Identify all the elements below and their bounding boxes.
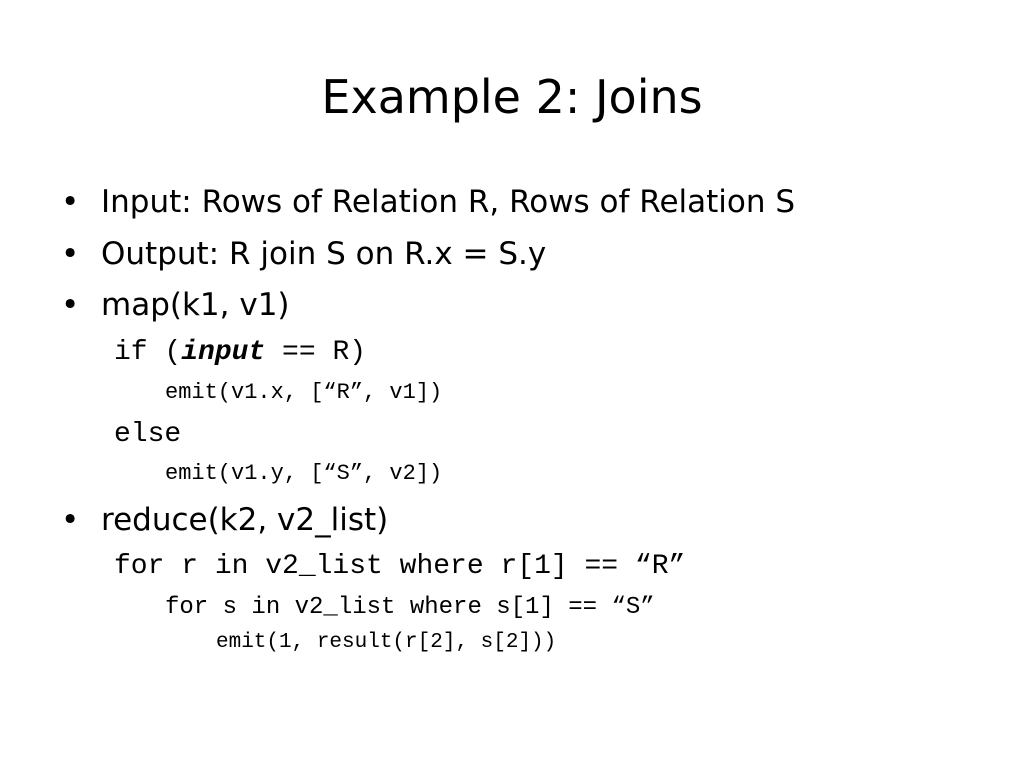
bullet-dot-icon: •: [61, 236, 80, 272]
bullet-map-text: map(k1, v1): [101, 287, 290, 323]
bullet-input: • Input: Rows of Relation R, Rows of Rela…: [61, 182, 795, 222]
bullet-reduce: • reduce(k2, v2_list): [61, 500, 388, 540]
bullet-output: • Output: R join S on R.x = S.y: [61, 234, 546, 274]
bullet-map: • map(k1, v1): [61, 285, 290, 325]
reduce-for-s-line: for s in v2_list where s[1] == “S”: [165, 594, 655, 621]
reduce-for-r-line: for r in v2_list where r[1] == “R”: [114, 551, 686, 582]
reduce-emit-line: emit(1, result(r[2], s[2])): [216, 631, 557, 654]
map-else-line: else: [114, 419, 182, 450]
bullet-reduce-text: reduce(k2, v2_list): [101, 502, 389, 538]
map-if-prefix: if (: [114, 337, 182, 368]
map-if-suffix: == R): [265, 337, 367, 368]
bullet-dot-icon: •: [61, 184, 80, 220]
map-emit-r-line: emit(v1.x, [“R”, v1]): [165, 380, 443, 405]
map-if-line: if (input == R): [114, 336, 366, 370]
map-emit-s-line: emit(v1.y, [“S”, v2]): [165, 461, 443, 486]
map-if-keyword: input: [181, 337, 266, 368]
bullet-dot-icon: •: [61, 502, 80, 538]
bullet-dot-icon: •: [61, 287, 80, 323]
bullet-input-text: Input: Rows of Relation R, Rows of Relat…: [101, 184, 796, 220]
bullet-output-text: Output: R join S on R.x = S.y: [101, 236, 547, 272]
slide-title: Example 2: Joins: [321, 70, 703, 124]
